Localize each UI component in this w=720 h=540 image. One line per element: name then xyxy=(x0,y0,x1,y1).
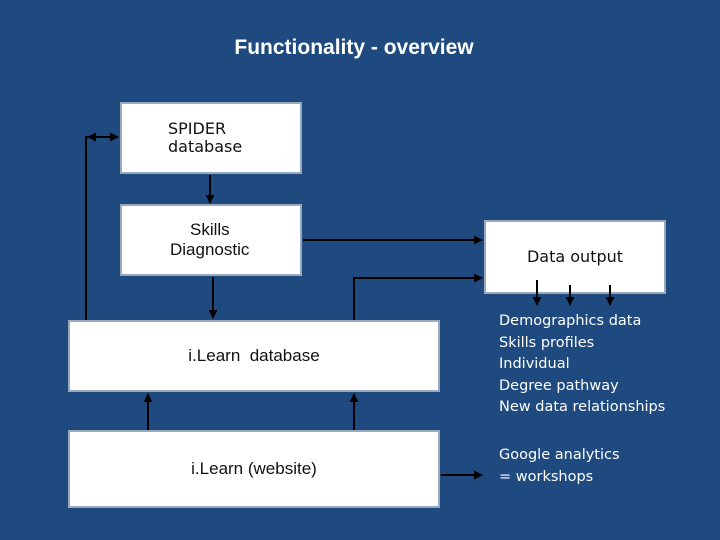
spider-label-line1: SPIDER xyxy=(168,118,227,138)
output-item: New data relationships xyxy=(499,399,666,415)
analytics-item: Google analytics xyxy=(499,447,620,463)
arrow-left-loop-up xyxy=(85,132,119,320)
arrow-ilearn-db-to-output xyxy=(353,273,483,320)
data-output-box: Data output xyxy=(484,220,666,294)
spider-database-box: SPIDER database xyxy=(120,102,302,174)
output-item: Skills profiles xyxy=(499,334,595,351)
slide-title: Functionality - overview xyxy=(234,36,474,59)
skills-label-line2: Diagnostic xyxy=(170,240,250,259)
output-item: Demographics data xyxy=(499,313,642,329)
analytics-list: Google analytics = workshops xyxy=(499,445,620,488)
skills-diagnostic-box: Skills Diagnostic xyxy=(120,204,302,276)
output-item: Degree pathway xyxy=(499,377,619,394)
ilearn-website-box: i.Learn (website) xyxy=(68,430,440,508)
ilearn-website-label: i.Learn (website) xyxy=(191,459,317,479)
data-output-label: Data output xyxy=(526,246,624,266)
ilearn-database-box: i.Learn database xyxy=(68,320,440,392)
spider-label-line2: database xyxy=(168,137,243,156)
analytics-item: = workshops xyxy=(499,468,594,485)
ilearn-database-label: i.Learn database xyxy=(188,346,320,366)
data-output-list: Demographics data Skills profiles Indivi… xyxy=(499,311,665,419)
skills-label-line1: Skills xyxy=(190,220,230,240)
output-item: Individual xyxy=(499,356,570,372)
